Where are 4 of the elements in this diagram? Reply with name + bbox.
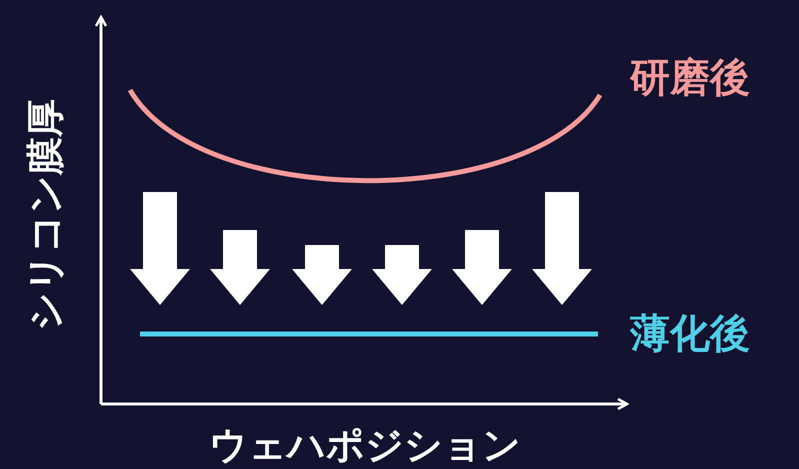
axis-label: ウェハポジション — [209, 426, 521, 464]
curve-label: 薄化後 — [630, 314, 750, 354]
curve-label: 研磨後 — [630, 58, 750, 98]
axis-label: シリコン膜厚 — [26, 99, 64, 331]
